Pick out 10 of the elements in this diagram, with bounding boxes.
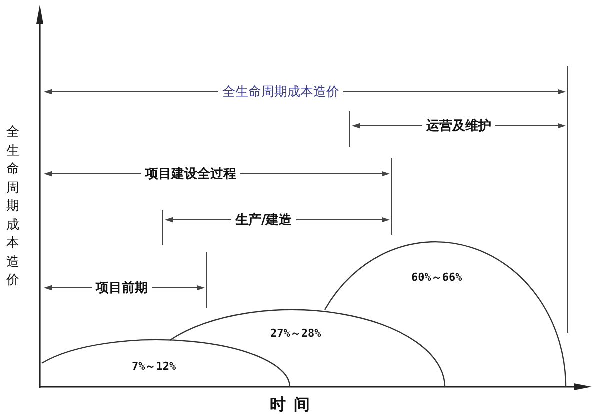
percentage-label: 60%～66%	[412, 272, 462, 282]
span-label: 项目前期	[96, 282, 148, 294]
span-label: 运营及维护	[426, 120, 492, 132]
axis-title: 全生命周期成本造价	[6, 124, 20, 290]
span-label: 生产/建造	[236, 214, 292, 226]
span-label: 项目建设全过程	[146, 168, 236, 180]
percentage-label: 7%～12%	[132, 360, 176, 372]
span-label: 全生命周期成本造价	[222, 86, 340, 98]
axis-title: 时间	[269, 397, 318, 413]
percentage-label: 27%～28%	[270, 328, 322, 338]
